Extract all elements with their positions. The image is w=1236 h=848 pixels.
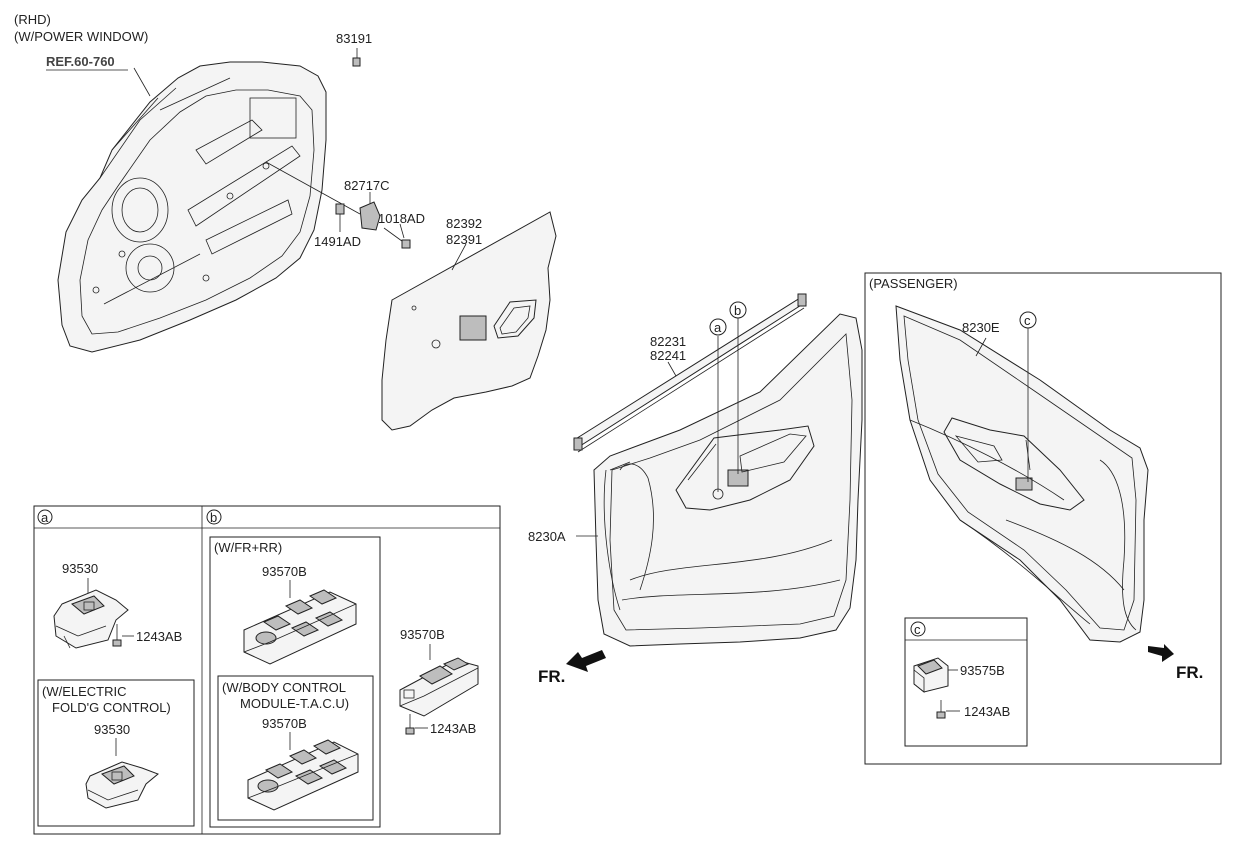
driver-door-trim — [593, 313, 863, 647]
electric-fold-box — [37, 679, 195, 827]
front-label-left: FR. — [538, 667, 565, 686]
inset-c-box — [904, 617, 1028, 747]
mirror-switch-93530-fold — [85, 761, 159, 809]
part-82391[interactable]: 82391 — [446, 232, 482, 247]
passenger-door-trim — [895, 305, 1149, 643]
header-rhd: (RHD) — [14, 12, 51, 27]
front-arrow-left — [566, 650, 606, 672]
inset-c-label: c — [914, 622, 921, 637]
header-power-window: (W/POWER WINDOW) — [14, 29, 148, 44]
bolt-1018AD — [383, 227, 411, 249]
marker-a-circle[interactable] — [709, 318, 727, 336]
part-1243AB-c[interactable]: 1243AB — [964, 704, 1010, 719]
part-83191[interactable]: 83191 — [336, 31, 372, 46]
table-a-label: a — [41, 510, 49, 525]
marker-b-circle[interactable] — [729, 301, 747, 319]
part-93570B-b[interactable]: 93570B — [262, 716, 307, 731]
leader-8230E — [975, 337, 987, 357]
part-1018AD[interactable]: 1018AD — [378, 211, 425, 226]
switch-93575B — [913, 657, 949, 693]
part-82392[interactable]: 82392 — [446, 216, 482, 231]
passenger-label: (PASSENGER) — [869, 276, 958, 291]
leader-1018AD — [399, 223, 405, 239]
electric-fold-label-1: (W/ELECTRIC — [42, 684, 127, 699]
table-a-circle — [37, 509, 53, 525]
part-1243AB-b[interactable]: 1243AB — [430, 721, 476, 736]
part-93530-a[interactable]: 93530 — [62, 561, 98, 576]
window-switch-93570B-frrr — [243, 589, 357, 665]
mirror-switch-93530 — [53, 589, 129, 649]
fr-rr-box — [209, 536, 381, 828]
window-switch-93570B-bcm — [247, 739, 359, 811]
body-control-label-2: MODULE-T.A.C.U) — [240, 696, 349, 711]
part-93570B-a[interactable]: 93570B — [262, 564, 307, 579]
part-93570B-c[interactable]: 93570B — [400, 627, 445, 642]
belt-weatherstrip — [573, 293, 807, 453]
part-82231[interactable]: 82231 — [650, 334, 686, 349]
clip-1491AD — [335, 203, 345, 215]
part-8230A[interactable]: 8230A — [528, 529, 566, 544]
leader-weatherstrip — [667, 361, 677, 377]
door-inner-frame — [57, 61, 327, 353]
part-1243AB-a[interactable]: 1243AB — [136, 629, 182, 644]
ref-60-760[interactable]: REF.60-760 — [46, 54, 115, 69]
switch-table — [33, 505, 501, 835]
front-label-right: FR. — [1176, 663, 1203, 682]
leader-pad — [451, 243, 467, 271]
part-82241[interactable]: 82241 — [650, 348, 686, 363]
fr-rr-label: (W/FR+RR) — [214, 540, 282, 555]
part-93530-b[interactable]: 93530 — [94, 722, 130, 737]
door-pad — [381, 211, 557, 431]
body-control-label-1: (W/BODY CONTROL — [222, 680, 346, 695]
marker-a-label: a — [714, 320, 722, 335]
screw-1243AB-b — [405, 714, 415, 735]
screw-1243AB-a — [112, 624, 122, 647]
table-b-label: b — [210, 510, 217, 525]
marker-c-circle[interactable] — [1019, 311, 1037, 329]
electric-fold-label-2: FOLD'G CONTROL) — [52, 700, 171, 715]
part-1491AD[interactable]: 1491AD — [314, 234, 361, 249]
table-b-circle — [206, 509, 222, 525]
inset-c-circle — [910, 621, 926, 637]
clip-83191 — [352, 48, 361, 67]
body-control-box — [217, 675, 374, 821]
part-82717C[interactable]: 82717C — [344, 178, 390, 193]
window-switch-93570B-passenger — [399, 657, 479, 717]
front-arrow-right — [1148, 644, 1174, 662]
screw-1243AB-c — [936, 700, 946, 719]
bracket-82717C — [359, 201, 381, 231]
part-93575B[interactable]: 93575B — [960, 663, 1005, 678]
ref-leader — [133, 67, 151, 97]
marker-b-label: b — [734, 303, 741, 318]
part-8230E[interactable]: 8230E — [962, 320, 1000, 335]
marker-c-label: c — [1024, 313, 1031, 328]
passenger-panel-box — [864, 272, 1222, 765]
